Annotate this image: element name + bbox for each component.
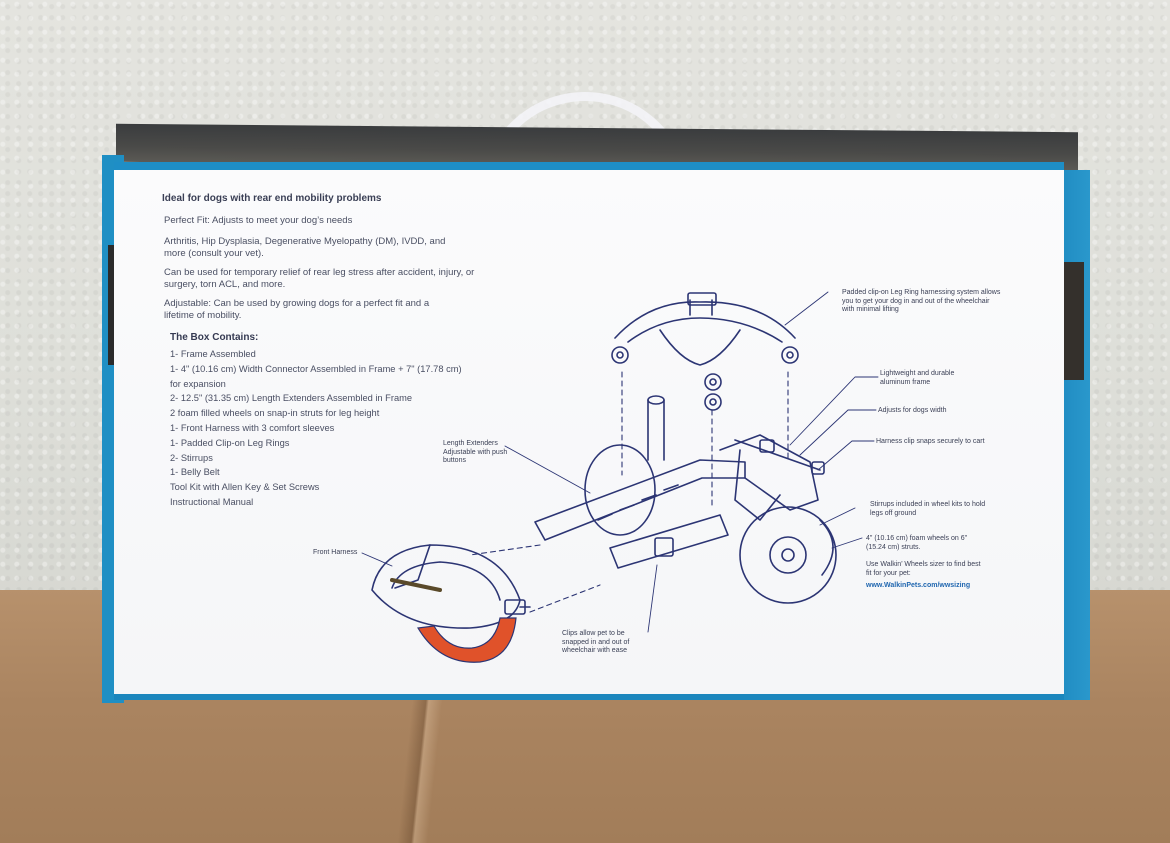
feature-temporary-relief: Can be used for temporary relief of rear…	[164, 267, 475, 290]
list-item: for expansion	[170, 378, 226, 389]
feature-perfect-fit: Perfect Fit: Adjusts to meet your dog’s …	[164, 215, 353, 226]
list-item: 1- 4" (10.16 cm) Width Connector Assembl…	[170, 363, 462, 374]
list-item: 2 foam filled wheels on snap-in struts f…	[170, 408, 380, 419]
list-item: Instructional Manual	[170, 496, 254, 507]
box-heading: Ideal for dogs with rear end mobility pr…	[162, 193, 382, 204]
callout-leg-ring: Padded clip-on Leg Ring harnessing syste…	[842, 289, 1001, 313]
callout-sizer-url: www.WalkinPets.com/wwsizing	[866, 582, 971, 589]
box-flap-right-upper	[1064, 262, 1084, 380]
callout-length-extenders: Length Extenders Adjustable with push bu…	[443, 440, 508, 464]
list-item: 1- Front Harness with 3 comfort sleeves	[170, 422, 335, 433]
callout-frame: Lightweight and durable aluminum frame	[880, 370, 955, 386]
callout-wheels: 4" (10.16 cm) foam wheels on 6" (15.24 c…	[866, 535, 968, 551]
list-item: 2- Stirrups	[170, 452, 213, 463]
box-contents-title: The Box Contains:	[170, 332, 259, 343]
callout-sizer: Use Walkin’ Wheels sizer to find best fi…	[866, 561, 981, 577]
callout-front-harness: Front Harness	[313, 549, 358, 556]
list-item: Tool Kit with Allen Key & Set Screws	[170, 482, 320, 493]
callout-width: Adjusts for dogs width	[878, 407, 947, 414]
list-item: 2- 12.5" (31.35 cm) Length Extenders Ass…	[170, 393, 413, 404]
callout-harness-clip: Harness clip snaps securely to cart	[876, 438, 985, 445]
feature-conditions: Arthritis, Hip Dysplasia, Degenerative M…	[164, 236, 446, 259]
list-item: 1- Belly Belt	[170, 467, 220, 478]
callout-clips: Clips allow pet to be snapped in and out…	[562, 630, 630, 654]
list-item: 1- Frame Assembled	[170, 349, 256, 359]
list-item: 1- Padded Clip-on Leg Rings	[170, 437, 290, 448]
callout-stirrups: Stirrups included in wheel kits to hold …	[870, 501, 986, 517]
box-contents-list: 1- Frame Assembled 1- 4" (10.16 cm) Widt…	[170, 347, 490, 510]
feature-adjustable: Adjustable: Can be used by growing dogs …	[164, 298, 430, 321]
